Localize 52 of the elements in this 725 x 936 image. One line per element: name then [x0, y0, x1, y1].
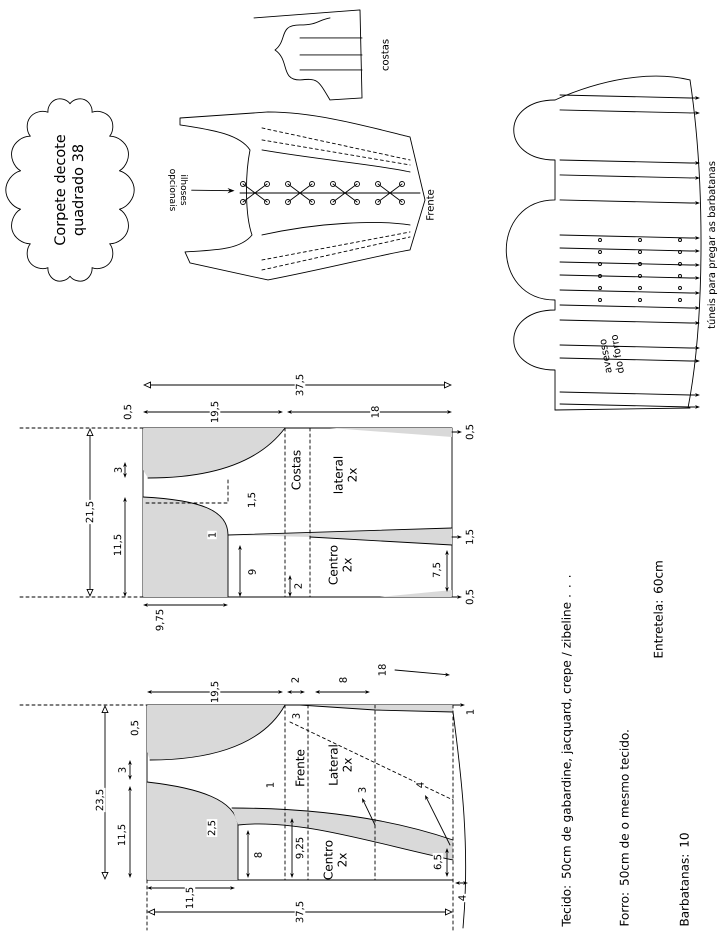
measurement: 19,5 [210, 400, 220, 424]
callout-text: ilhoses opcionais [168, 169, 188, 211]
measurement: 3 [357, 786, 367, 794]
measurement: 37,5 [294, 900, 306, 924]
measurement: 9,25 [294, 836, 306, 860]
measurement: 9 [247, 568, 257, 576]
measurement: 8 [338, 676, 348, 684]
note: Forro: 50cm de o mesmo tecido. [619, 730, 629, 926]
measurement: 11,5 [116, 822, 128, 848]
measurement: 6,5 [432, 853, 444, 871]
measurement: 23,5 [94, 788, 106, 812]
eyelet-lacing [240, 181, 420, 205]
view-label: Frente [426, 190, 434, 220]
piece-label: Centro 2x [328, 546, 352, 584]
measurement: 3 [113, 466, 123, 474]
view-label: costas [381, 39, 389, 70]
measurement: 4 [415, 780, 425, 790]
measurement: 0,5 [122, 403, 134, 421]
measurement: 0,5 [130, 719, 140, 737]
measurement: 3 [117, 766, 127, 774]
piece-label: Frente [296, 750, 304, 786]
title-cloud: Corpete decote quadrado 38 [5, 98, 135, 282]
piece-label: lateral 2x [333, 456, 357, 494]
measurement: 11,5 [112, 532, 124, 558]
measurement: 19,5 [210, 680, 220, 704]
measurement: 7,5 [432, 561, 442, 579]
measurement: 1 [465, 708, 475, 716]
measurement: 1,5 [246, 491, 258, 509]
note: Tecido: 50cm de gabardine, jacquard, crepe / zibeline . . . [561, 576, 574, 927]
measurement: 1,5 [464, 528, 476, 546]
note: Entretela: 60cm [653, 561, 663, 658]
note: túneis para pregar as barbatanas [706, 162, 718, 329]
piece-label: Lateral 2x [328, 745, 352, 785]
measurement: 3 [291, 712, 301, 720]
measurement: 18 [377, 662, 387, 678]
piece-label: Costas [291, 450, 301, 490]
measurement: 37,5 [294, 372, 306, 398]
measurement: 8 [253, 850, 263, 860]
measurement: 18 [370, 404, 380, 420]
measurement: 1 [265, 780, 275, 790]
measurement: 21,5 [84, 500, 96, 524]
measurement: 11,5 [184, 886, 196, 910]
measurement: 4 [457, 894, 467, 902]
measurement: 0,5 [464, 588, 476, 606]
piece-label: Centro 2x [324, 840, 346, 880]
measurement: 2 [293, 582, 303, 590]
measurement: 2 [290, 676, 300, 684]
note: Barbatanas: 10 [679, 833, 689, 926]
measurement: 2,5 [206, 819, 218, 837]
note: avesso do forro [600, 335, 624, 373]
measurement: 9,75 [154, 608, 166, 632]
measurement: 0,5 [464, 423, 476, 441]
